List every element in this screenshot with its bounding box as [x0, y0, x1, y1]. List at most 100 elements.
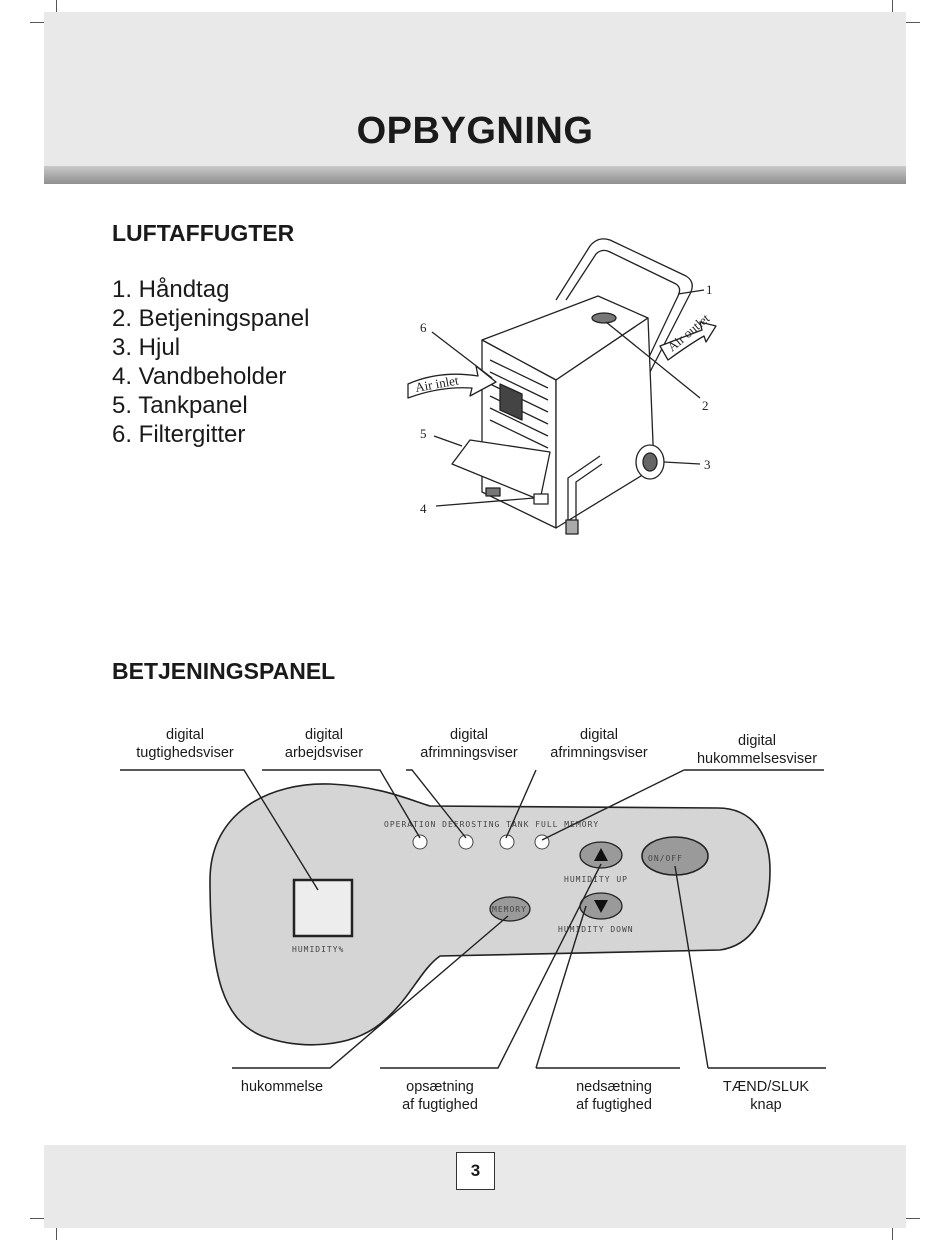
water-tank-foot	[485, 487, 501, 497]
leader-defrost-led	[406, 769, 467, 839]
crop-mark	[56, 1222, 57, 1240]
leader-humidity-up	[380, 863, 602, 1069]
callout-humidity-up: opsætning af fugtighed	[380, 1078, 500, 1114]
callout-operation-indicator: digital arbejdsviser	[262, 726, 386, 762]
indicator-labels: OPERATION DEFROSTING TANK FULL MEMORY	[384, 820, 599, 829]
air-outlet-label: Air outlet	[664, 310, 712, 354]
air-inlet-label: Air inlet	[414, 373, 460, 395]
crop-mark	[30, 22, 44, 23]
filter-grid	[499, 383, 523, 421]
air-outlet-arrow	[659, 321, 717, 361]
callout-line: nedsætning	[576, 1079, 652, 1095]
wheel	[635, 444, 665, 480]
humidity-down-button[interactable]	[579, 892, 623, 920]
louvers	[489, 359, 549, 449]
leader-line-3	[663, 461, 701, 465]
crop-mark	[30, 1218, 44, 1219]
callout-line: TÆND/SLUK	[722, 1079, 810, 1095]
header-band	[44, 12, 906, 182]
side-face	[555, 317, 655, 529]
humidity-up-button[interactable]	[579, 841, 623, 869]
page-number: 3	[456, 1152, 495, 1190]
callout-line: hukommelsesviser	[696, 751, 818, 767]
drain-pipe-inner	[575, 463, 603, 532]
leader-line-5	[433, 435, 463, 447]
tank-panel	[451, 439, 551, 501]
humidity-display	[292, 878, 354, 938]
crop-mark	[56, 0, 57, 20]
callout-tank-indicator: digital afrimningsviser	[536, 726, 662, 762]
panel-body	[209, 783, 771, 1046]
crop-mark	[906, 22, 920, 23]
list-item: 5. Tankpanel	[112, 392, 248, 419]
section-heading-dehumidifier: LUFTAFFUGTER	[112, 220, 295, 246]
callout-defrost-indicator: digital afrimningsviser	[406, 726, 532, 762]
parts-list: 1. Håndtag 2. Betjeningspanel 3. Hjul 4.…	[112, 275, 309, 449]
callout-memory: hukommelse	[222, 1078, 342, 1096]
callout-line: opsætning	[406, 1079, 474, 1095]
front-face	[481, 339, 557, 529]
callout-line: af fugtighed	[402, 1097, 478, 1113]
drain-pipe	[567, 455, 601, 532]
list-item: 2. Betjeningspanel	[112, 305, 310, 332]
leader-humidity-down	[535, 905, 680, 1069]
handle-outline	[555, 238, 693, 373]
list-item: 3. Hjul	[112, 334, 181, 361]
top-face	[481, 295, 649, 381]
operation-led	[412, 834, 428, 850]
handle-grip	[621, 361, 645, 397]
drain-connector	[565, 519, 579, 535]
callout-line: hukommelse	[240, 1079, 324, 1095]
callout-number-5: 5	[420, 426, 427, 441]
humidity-up-label: HUMIDITY UP	[564, 875, 628, 884]
leader-line-4	[435, 497, 535, 507]
tank-full-led	[499, 834, 515, 850]
callout-line: af fugtighed	[576, 1097, 652, 1113]
leader-memory-button	[232, 915, 509, 1069]
memory-led	[534, 834, 550, 850]
callout-number-2: 2	[702, 398, 709, 413]
crop-mark	[892, 1222, 893, 1240]
callout-line: arbejdsviser	[284, 745, 364, 761]
header-shadow	[44, 166, 906, 184]
list-item: 4. Vandbeholder	[112, 363, 287, 390]
memory-button[interactable]	[489, 896, 531, 922]
wheel-hub	[642, 452, 658, 472]
callout-line: afrimningsviser	[550, 745, 648, 761]
handle-inner	[565, 249, 681, 377]
callout-number-6: 6	[420, 320, 427, 335]
callout-humidity-indicator: digital tugtighedsviser	[120, 726, 250, 762]
on-off-button[interactable]	[641, 836, 709, 876]
callout-number-1: 1	[706, 282, 713, 297]
callout-line: digital	[305, 727, 343, 743]
leader-line-6	[431, 331, 493, 379]
section-heading-control-panel: BETJENINGSPANEL	[112, 658, 336, 684]
air-inlet-arrow	[407, 365, 497, 399]
callout-line: tugtighedsviser	[136, 745, 234, 761]
list-item: 6. Filtergitter	[112, 421, 246, 448]
callout-line: digital	[580, 727, 618, 743]
leader-humidity-display	[120, 769, 319, 891]
defrost-led	[458, 834, 474, 850]
callout-line: afrimningsviser	[420, 745, 518, 761]
crop-mark	[906, 1218, 920, 1219]
callout-line: digital	[450, 727, 488, 743]
leader-operation-led	[262, 769, 421, 839]
callout-on-off: TÆND/SLUK knap	[706, 1078, 826, 1114]
top-control-knob	[591, 312, 617, 324]
list-item: 1. Håndtag	[112, 276, 230, 303]
leader-tank-led	[505, 769, 537, 839]
humidity-down-label: HUMIDITY DOWN	[558, 925, 634, 934]
callout-memory-indicator: digital hukommelsesviser	[684, 732, 830, 768]
leader-memory-led	[541, 769, 824, 841]
callout-humidity-down: nedsætning af fugtighed	[554, 1078, 674, 1114]
leader-line-1	[677, 289, 705, 295]
callout-line: digital	[166, 727, 204, 743]
crop-mark	[892, 0, 893, 20]
humidity-display-label: HUMIDITY%	[292, 945, 344, 954]
callout-number-3: 3	[704, 457, 711, 472]
leader-on-off	[674, 865, 826, 1069]
callout-number-4: 4	[420, 501, 427, 516]
